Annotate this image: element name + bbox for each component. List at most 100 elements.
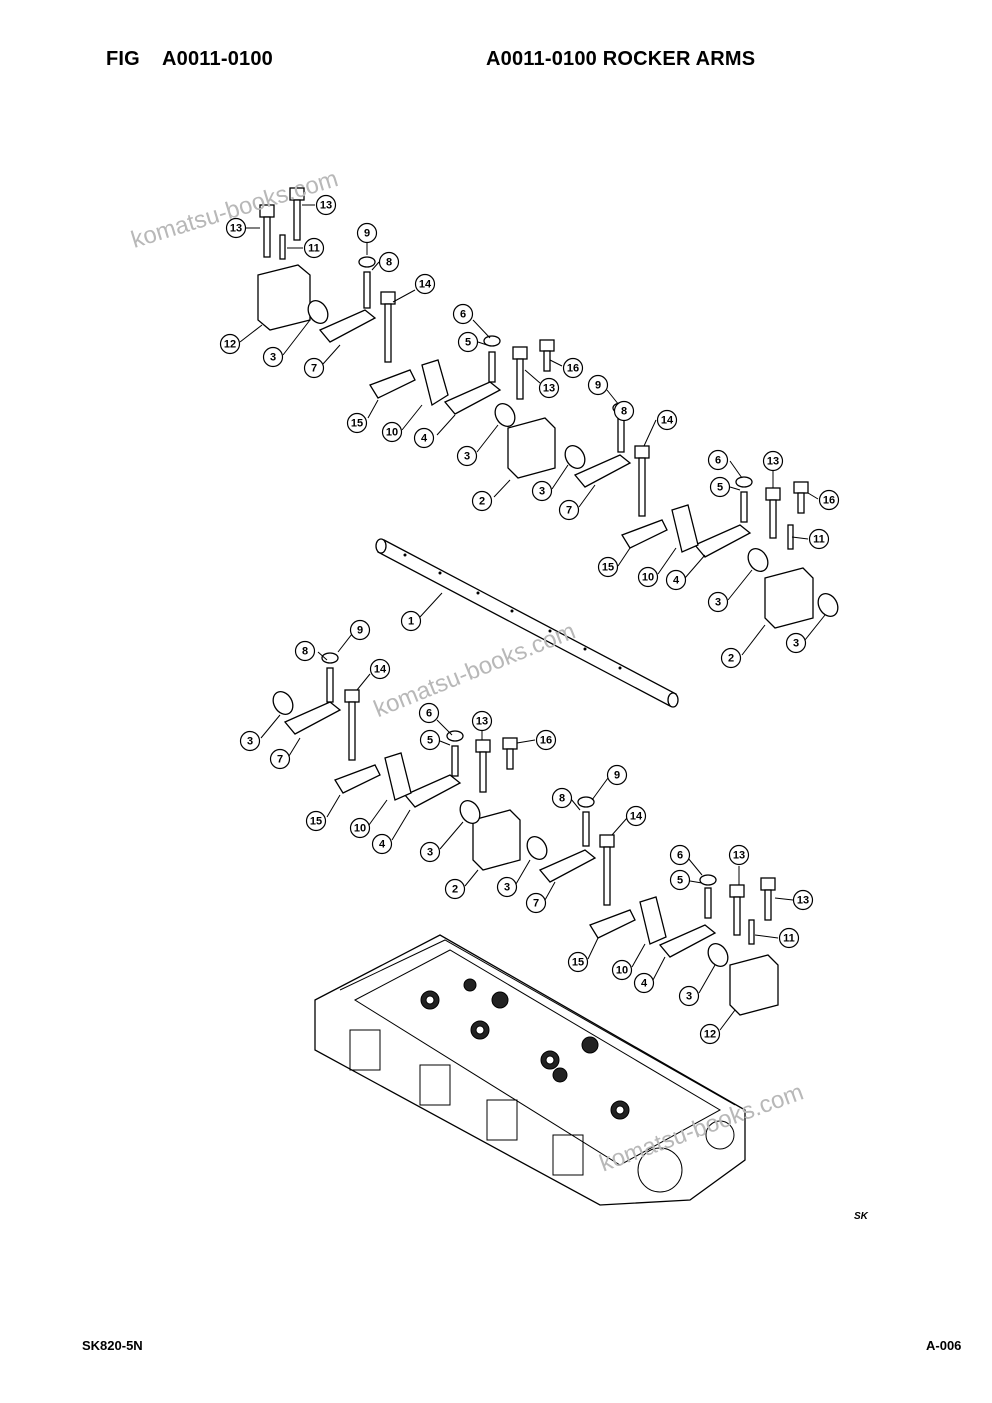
callout-3: 3 (456, 445, 478, 467)
callout-8: 8 (551, 787, 573, 809)
callout-number: 11 (783, 933, 795, 945)
callout-number: 3 (793, 638, 799, 650)
drawing-mark: SK (854, 1211, 868, 1222)
callout-number: 13 (733, 850, 745, 862)
callout-number: 13 (320, 200, 332, 212)
page-number: A-006 (926, 1338, 962, 1353)
callout-13: 13 (471, 710, 493, 732)
callout-number: 13 (230, 223, 242, 235)
callout-number: 13 (476, 716, 488, 728)
callout-14: 14 (625, 805, 647, 827)
cylinder-head (314, 934, 746, 1206)
callout-9: 9 (356, 222, 378, 244)
callout-number: 5 (465, 337, 471, 349)
figure-title: A0011-0100 ROCKER ARMS (486, 48, 756, 70)
callout-4: 4 (665, 569, 687, 591)
callout-10: 10 (611, 959, 633, 981)
callout-number: 4 (379, 839, 386, 851)
callout-number: 4 (421, 433, 428, 445)
callout-5: 5 (419, 729, 441, 751)
callout-number: 3 (270, 352, 276, 364)
callout-number: 10 (386, 427, 398, 439)
callout-10: 10 (637, 566, 659, 588)
callout-15: 15 (346, 412, 368, 434)
callout-number: 14 (374, 664, 387, 676)
callout-number: 6 (460, 309, 466, 321)
callout-3: 3 (707, 591, 729, 613)
callout-number: 3 (464, 451, 470, 463)
callout-5: 5 (709, 476, 731, 498)
callout-5: 5 (669, 869, 691, 891)
callout-14: 14 (414, 273, 436, 295)
callout-10: 10 (381, 421, 403, 443)
callout-number: 1 (408, 616, 414, 628)
callout-number: 8 (621, 406, 627, 418)
callout-3: 3 (419, 841, 441, 863)
callout-number: 7 (533, 898, 539, 910)
callout-4: 4 (413, 427, 435, 449)
callout-number: 9 (614, 770, 620, 782)
callout-number: 8 (302, 646, 308, 658)
callout-number: 9 (357, 625, 363, 637)
callout-11: 11 (778, 927, 800, 949)
callout-number: 3 (715, 597, 721, 609)
callout-number: 4 (673, 575, 680, 587)
callout-number: 16 (823, 495, 835, 507)
callout-number: 13 (767, 456, 779, 468)
callout-6: 6 (707, 449, 729, 471)
callout-2: 2 (720, 647, 742, 669)
callout-9: 9 (587, 374, 609, 396)
callout-number: 3 (686, 991, 692, 1003)
callout-11: 11 (808, 528, 830, 550)
callout-number: 13 (797, 895, 809, 907)
callout-number: 3 (247, 736, 253, 748)
model-number: SK820-5N (82, 1338, 143, 1353)
callout-7: 7 (558, 499, 580, 521)
callout-14: 14 (656, 409, 678, 431)
figure-label: FIG (106, 48, 140, 70)
callout-7: 7 (303, 357, 325, 379)
callout-number: 16 (540, 735, 552, 747)
callout-number: 7 (311, 363, 317, 375)
callout-number: 2 (728, 653, 734, 665)
callout-2: 2 (444, 878, 466, 900)
callout-12: 12 (219, 333, 241, 355)
callout-14: 14 (369, 658, 391, 680)
callout-number: 9 (595, 380, 601, 392)
callout-13: 13 (538, 377, 560, 399)
callout-7: 7 (525, 892, 547, 914)
callout-9: 9 (349, 619, 371, 641)
callout-number: 10 (354, 823, 366, 835)
callout-number: 2 (479, 496, 485, 508)
callout-15: 15 (597, 556, 619, 578)
callout-number: 6 (677, 850, 683, 862)
callout-number: 3 (427, 847, 433, 859)
callout-number: 8 (559, 793, 565, 805)
callout-13: 13 (792, 889, 814, 911)
callout-6: 6 (418, 702, 440, 724)
callout-number: 3 (539, 486, 545, 498)
callout-leaders (239, 204, 826, 1031)
callout-3: 3 (239, 730, 261, 752)
callout-number: 15 (310, 816, 322, 828)
callout-6: 6 (452, 303, 474, 325)
callout-number: 13 (543, 383, 555, 395)
callout-number: 15 (602, 562, 614, 574)
callout-number: 14 (419, 279, 432, 291)
callout-3: 3 (531, 480, 553, 502)
callout-9: 9 (606, 764, 628, 786)
callout-4: 4 (371, 833, 393, 855)
callout-number: 7 (566, 505, 572, 517)
callout-16: 16 (535, 729, 557, 751)
rocker-shaft (375, 538, 679, 708)
callout-15: 15 (567, 951, 589, 973)
callout-3: 3 (262, 346, 284, 368)
callout-number: 5 (717, 482, 723, 494)
callout-number: 11 (308, 243, 320, 255)
callout-10: 10 (349, 817, 371, 839)
callout-8: 8 (294, 640, 316, 662)
callout-8: 8 (613, 400, 635, 422)
callout-8: 8 (378, 251, 400, 273)
parts-group (257, 187, 839, 1016)
callout-number: 2 (452, 884, 458, 896)
